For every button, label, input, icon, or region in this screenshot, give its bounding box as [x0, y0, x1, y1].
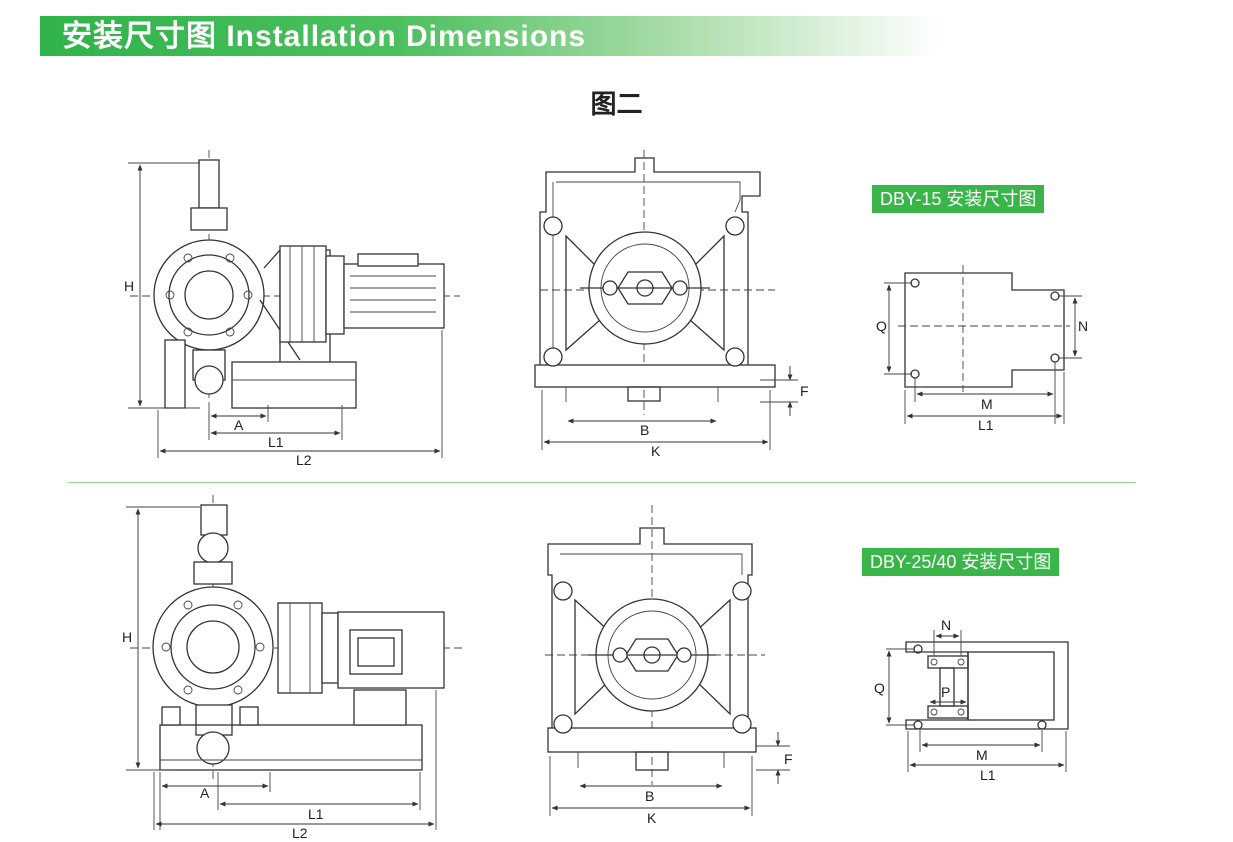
dim-P-bottom: P	[941, 684, 950, 700]
figure-label: 图二	[590, 89, 643, 119]
dim-H-top: H	[124, 278, 134, 294]
front-view-bottom: B K F	[545, 505, 793, 826]
dim-B-bottom: B	[645, 788, 654, 804]
dim-M-bottom: M	[976, 747, 988, 763]
dim-L2-top: L2	[296, 452, 312, 468]
dim-H-bottom: H	[122, 629, 132, 645]
dim-N-top: N	[1078, 318, 1088, 334]
dim-N-bottom: N	[941, 617, 951, 633]
dim-K-top: K	[651, 443, 661, 459]
dim-F-top: F	[800, 383, 809, 399]
dim-A-bottom: A	[200, 785, 210, 801]
dim-L2-bottom: L2	[292, 825, 308, 841]
footprint-bottom: Q N P M L1	[874, 617, 1069, 783]
dim-Q-top: Q	[876, 318, 887, 334]
dim-F-bottom: F	[784, 751, 793, 767]
dim-M-top: M	[981, 396, 993, 412]
side-view-bottom: H A L1 L2	[122, 495, 465, 841]
section-divider	[68, 482, 1136, 483]
badge-dby-25-40: DBY-25/40 安装尺寸图	[862, 548, 1060, 576]
dim-B-top: B	[640, 422, 649, 438]
side-view-top: H A L1 L2	[124, 150, 460, 468]
page-title: 安装尺寸图 Installation Dimensions	[62, 20, 587, 53]
dim-K-bottom: K	[647, 810, 657, 826]
front-view-top: B K F	[534, 150, 809, 459]
dim-L1-bottom: L1	[308, 806, 324, 822]
dim-A-top: A	[234, 417, 244, 433]
badge-dby-15: DBY-15 安装尺寸图	[872, 185, 1045, 213]
dim-L1-top-right: L1	[978, 417, 994, 433]
dim-L1-top: L1	[268, 434, 284, 450]
header-bar	[40, 16, 940, 56]
footprint-top: Q N M L1	[876, 265, 1088, 433]
dim-Q-bottom: Q	[874, 680, 885, 696]
dim-L1-bottom-right: L1	[980, 767, 996, 783]
